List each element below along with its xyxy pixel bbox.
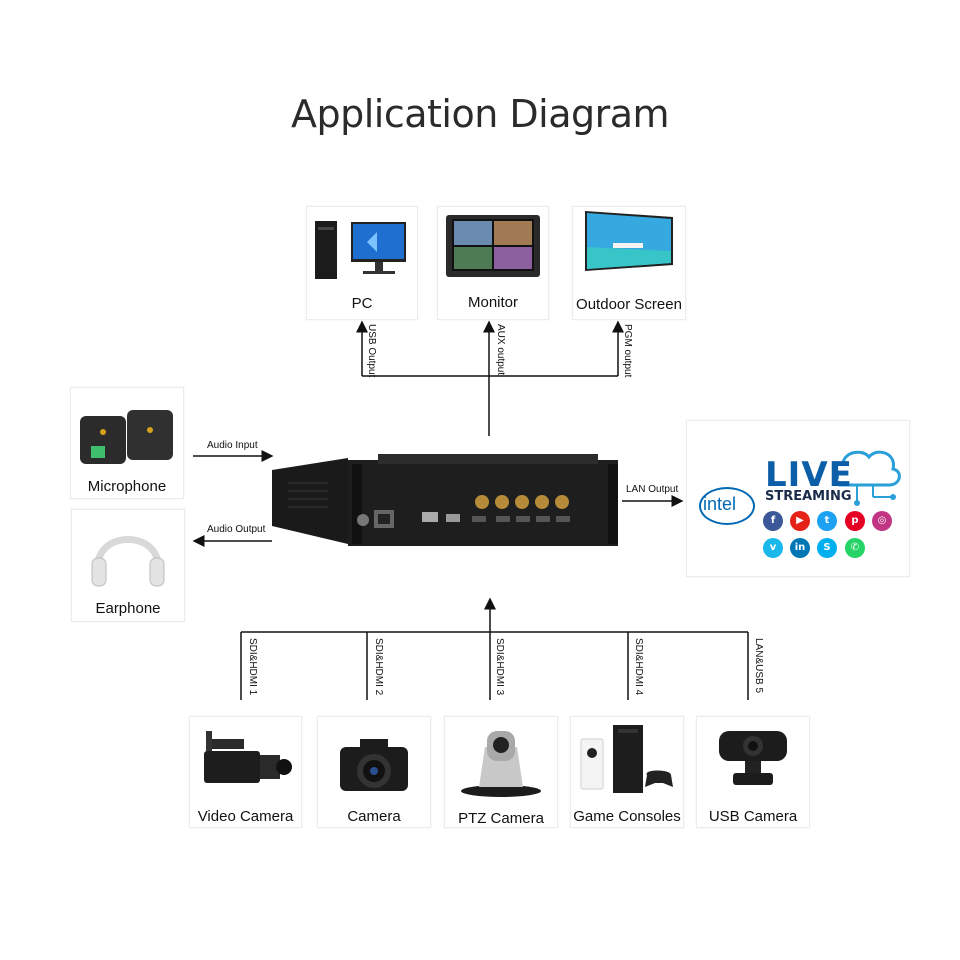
intel-logo: intel [703, 494, 737, 514]
audio-input-label: Audio Input [207, 440, 258, 451]
whatsapp-icon: ✆ [845, 538, 865, 558]
video-camera-icon [204, 731, 292, 783]
ptz-camera-icon [461, 731, 541, 797]
earphone-card: Earphone [71, 509, 185, 622]
outdoor-screen-label: Outdoor Screen [576, 296, 682, 313]
ptz-camera-card: PTZ Camera [444, 716, 558, 828]
skype-icon: S [817, 538, 837, 558]
input-link-label-3: SDI&HDMI 3 [494, 638, 505, 696]
pgm-output-label: PGM output [622, 324, 633, 378]
cloud-icon [832, 450, 901, 506]
streaming-logo-text: STREAMING [765, 489, 852, 504]
live-streaming-card: intel LIVE STREAMING f ▶ t p ◎ v in S ✆ [686, 420, 910, 577]
earphone-label: Earphone [95, 600, 161, 617]
usb-camera-icon [719, 731, 787, 785]
lan-output-label: LAN Output [626, 484, 679, 495]
vimeo-icon: v [763, 538, 783, 558]
game-consoles-card: Game Consoles [570, 716, 684, 828]
live-logo-text: LIVE [765, 455, 853, 495]
microphone-label: Microphone [87, 478, 167, 495]
input-link-label-4: SDI&HDMI 4 [633, 638, 644, 696]
video-camera-card: Video Camera [189, 716, 302, 828]
aux-output-label: AUX output [495, 324, 506, 376]
outdoor-screen-card: Outdoor Screen [572, 206, 686, 320]
usb-output-label: USB Output [366, 324, 377, 378]
game-consoles-label: Game Consoles [573, 808, 681, 825]
camera-label: Camera [347, 808, 401, 825]
ptz-camera-label: PTZ Camera [458, 810, 544, 827]
intel-logo-ring [699, 487, 755, 525]
linkedin-icon: in [790, 538, 810, 558]
input-link-label-5: LAN&USB 5 [753, 638, 764, 694]
input-link-label-1: SDI&HDMI 1 [247, 638, 258, 696]
pc-label: PC [351, 295, 373, 312]
instagram-icon: ◎ [872, 511, 892, 531]
microphone-card: Microphone [70, 387, 184, 499]
twitter-icon: t [817, 511, 837, 531]
camera-icon [340, 739, 408, 791]
monitor-icon [446, 215, 540, 277]
video-camera-label: Video Camera [197, 808, 294, 825]
youtube-icon: ▶ [790, 511, 810, 531]
pc-icon [315, 221, 406, 279]
pc-card: PC [306, 206, 418, 320]
facebook-icon: f [763, 511, 783, 531]
monitor-label: Monitor [467, 294, 519, 311]
usb-camera-card: USB Camera [696, 716, 810, 828]
camera-card: Camera [317, 716, 431, 828]
usb-camera-label: USB Camera [708, 808, 798, 825]
pinterest-icon: p [845, 511, 865, 531]
video-switcher-device [272, 454, 618, 546]
page-title: Application Diagram [290, 92, 670, 136]
input-link-label-2: SDI&HDMI 2 [373, 638, 384, 696]
game-console-icon [580, 725, 673, 793]
audio-output-label: Audio Output [207, 524, 266, 535]
monitor-card: Monitor [437, 206, 549, 320]
outdoor-screen-icon [585, 211, 673, 271]
headphone-icon [91, 536, 165, 587]
microphone-icon [80, 410, 173, 464]
